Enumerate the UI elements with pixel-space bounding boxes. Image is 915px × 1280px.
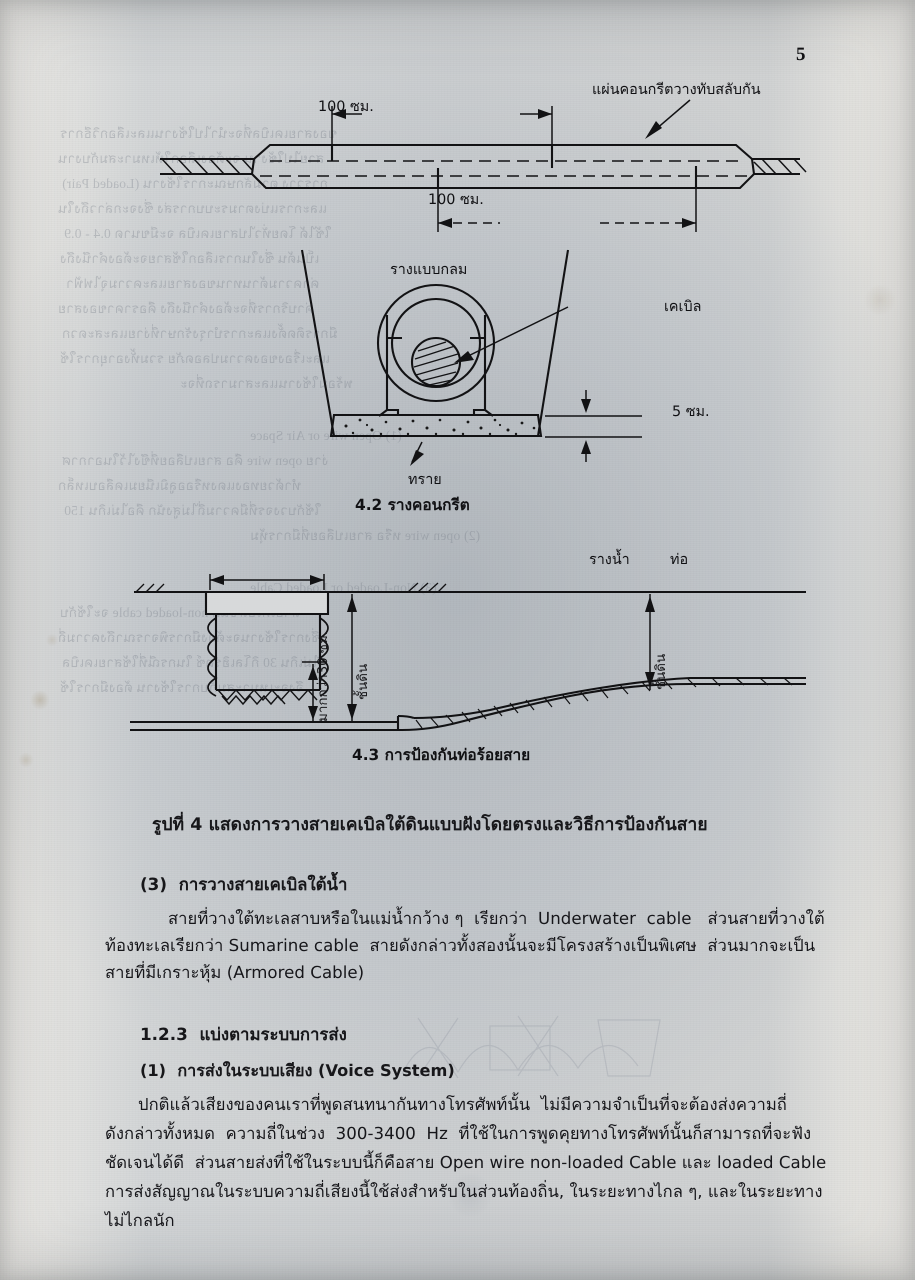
figure-4-2-label-duct: รางแบบกลม bbox=[390, 262, 468, 278]
figure-4-2-caption: 4.2 รางคอนกรีต bbox=[355, 496, 470, 514]
figure-4-2-drawing bbox=[300, 249, 642, 466]
figure-4-3-label-ground-left: ชั้นดิน bbox=[356, 663, 371, 700]
figure-4-1-callout-slab: แผ่นคอนกรีตวางทับสลับกัน bbox=[592, 82, 761, 98]
section-123-sub-heading: (1) การส่งในระบบเสียง (Voice System) bbox=[140, 1061, 455, 1080]
section-3-line: สายที่มีเกราะหุ้ม (Armored Cable) bbox=[105, 963, 365, 982]
figure-4-2-dim-depth: 5 ซม. bbox=[672, 404, 710, 420]
section-123-heading: 1.2.3 แบ่งตามระบบการส่ง bbox=[140, 1024, 347, 1044]
figure-caption: รูปที่ 4 แสดงการวางสายเคเบิลใต้ดินแบบฝัง… bbox=[152, 815, 708, 835]
section-3-line: สายที่วางใต้ทะเลสาบหรือในแม่น้ำกว้าง ๆ เ… bbox=[168, 909, 825, 928]
figure-4-3-drawing bbox=[130, 574, 806, 732]
section-123-line: ดังกล่าวทั้งหมด ความถี่ในช่วง 300-3400 H… bbox=[105, 1124, 812, 1143]
page-number: 5 bbox=[796, 44, 806, 65]
section-123-line: ไม่ไกลนัก bbox=[105, 1211, 175, 1230]
figure-4-2-label-cable: เคเบิล bbox=[664, 299, 702, 315]
section-3-line: ท้องทะเลเรียกว่า Sumarine cable สายดังกล… bbox=[105, 936, 816, 955]
figure-4-1-dim-upper: 100 ซม. bbox=[318, 99, 374, 115]
figure-4-2-label-sand: ทราย bbox=[408, 472, 442, 488]
section-123-line: ปกติแล้วเสียงของคนเราที่พูดสนทนากันทางโท… bbox=[138, 1095, 787, 1114]
figure-4-3-dim-clearance: มากกว่า30 ซม. bbox=[316, 630, 331, 722]
figure-4-1-drawing bbox=[160, 99, 807, 232]
section-3-heading: (3) การวางสายเคเบิลใต้น้ำ bbox=[140, 874, 348, 894]
figure-4-3-label-pipe: ท่อ bbox=[670, 552, 689, 568]
figure-4-3-label-ground-right: ชั้นดิน bbox=[654, 653, 669, 690]
figure-4-3-caption: 4.3 การป้องกันท่อร้อยสาย bbox=[352, 746, 531, 764]
section-123-line: ชัดเจนได้ดี ส่วนสายส่งที่ใช้ในระบบนี้ก็ค… bbox=[105, 1153, 827, 1172]
figure-4-3-label-trough: รางน้ำ bbox=[589, 552, 630, 568]
figure-4-1-dim-lower: 100 ซม. bbox=[428, 192, 484, 208]
section-123-line: การส่งสัญญาณในระบบความถี่เสียงนี้ใช้ส่งส… bbox=[105, 1182, 823, 1201]
